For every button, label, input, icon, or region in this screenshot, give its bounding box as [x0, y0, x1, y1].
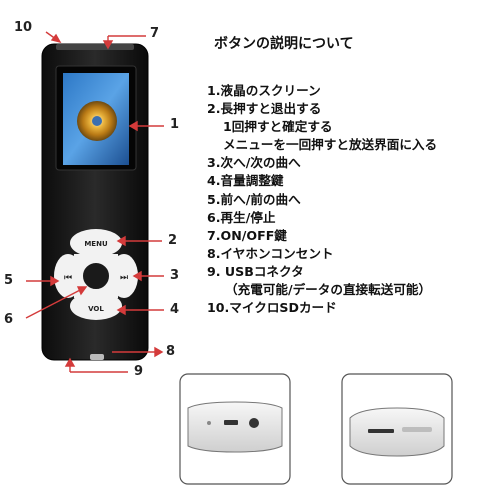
callout-5: 5	[4, 273, 14, 288]
arrow-6	[25, 287, 85, 319]
arrowhead-5	[50, 275, 60, 287]
microsd-slot	[368, 429, 394, 433]
legend-item-3: 3.次へ/次の曲へ	[207, 155, 301, 171]
legend-item-9a: （充電可能/データの直接転送可能）	[225, 282, 432, 298]
detail-left-device-edge	[187, 401, 283, 453]
menu-label: MENU	[84, 240, 108, 248]
arrowhead-9	[64, 357, 76, 367]
button-legend: 1.液晶のスクリーン 2.長押すと退出する 1回押すと確定する メニューを一回押…	[207, 82, 437, 317]
legend-item-5: 5.前へ/前の曲へ	[207, 191, 301, 207]
arrowhead-3	[132, 270, 142, 282]
legend-item-2b: メニューを一回押すと放送界面に入る	[223, 137, 438, 153]
pad-top	[70, 229, 122, 257]
usb-port	[224, 420, 238, 425]
callout-6: 6	[4, 312, 14, 327]
arrowhead-6	[76, 286, 88, 296]
disc-hole	[92, 116, 102, 126]
legend-item-1: 1.液晶のスクリーン	[207, 83, 321, 98]
bottom-connector	[90, 354, 104, 360]
arrowhead-10	[50, 33, 62, 44]
panel-title: ボタンの説明について	[214, 36, 354, 52]
arrowhead-1	[128, 120, 138, 132]
callout-10: 10	[14, 20, 33, 35]
legend-item-8: 8.イヤホンコンセント	[207, 245, 334, 261]
led-dot	[207, 421, 211, 425]
earphone-jack	[249, 418, 259, 428]
callout-9: 9	[134, 364, 144, 379]
detail-right-device-edge	[349, 407, 445, 457]
legend-item-4: 4.音量調整鍵	[207, 173, 284, 189]
callout-arrows	[25, 31, 164, 373]
arrowhead-4	[116, 304, 126, 316]
legend-item-2: 2.長押すと退出する	[207, 101, 322, 117]
vol-label: VOL	[88, 305, 104, 313]
prev-icon: ⏮	[64, 273, 72, 283]
next-icon: ⏭	[120, 273, 128, 283]
legend-item-7: 7.ON/OFF鍵	[207, 227, 287, 243]
callout-1: 1	[170, 117, 180, 132]
side-switch	[402, 427, 432, 432]
arrowhead-8	[154, 346, 164, 358]
legend-item-9: 9. USBコネクタ	[207, 263, 304, 279]
arrowhead-7	[102, 40, 114, 50]
legend-item-6: 6.再生/停止	[207, 209, 276, 225]
callout-7: 7	[150, 26, 160, 41]
callout-2: 2	[168, 233, 178, 248]
arrowhead-2	[116, 235, 126, 247]
callout-4: 4	[170, 302, 180, 317]
play-pause-button[interactable]	[81, 261, 111, 291]
player-top-edge	[56, 44, 134, 50]
legend-item-2a: 1回押すと確定する	[223, 119, 333, 135]
legend-item-10: 10.マイクロSDカード	[207, 300, 337, 316]
pad-bottom	[70, 292, 122, 320]
callout-8: 8	[166, 344, 176, 359]
callout-3: 3	[170, 268, 180, 283]
